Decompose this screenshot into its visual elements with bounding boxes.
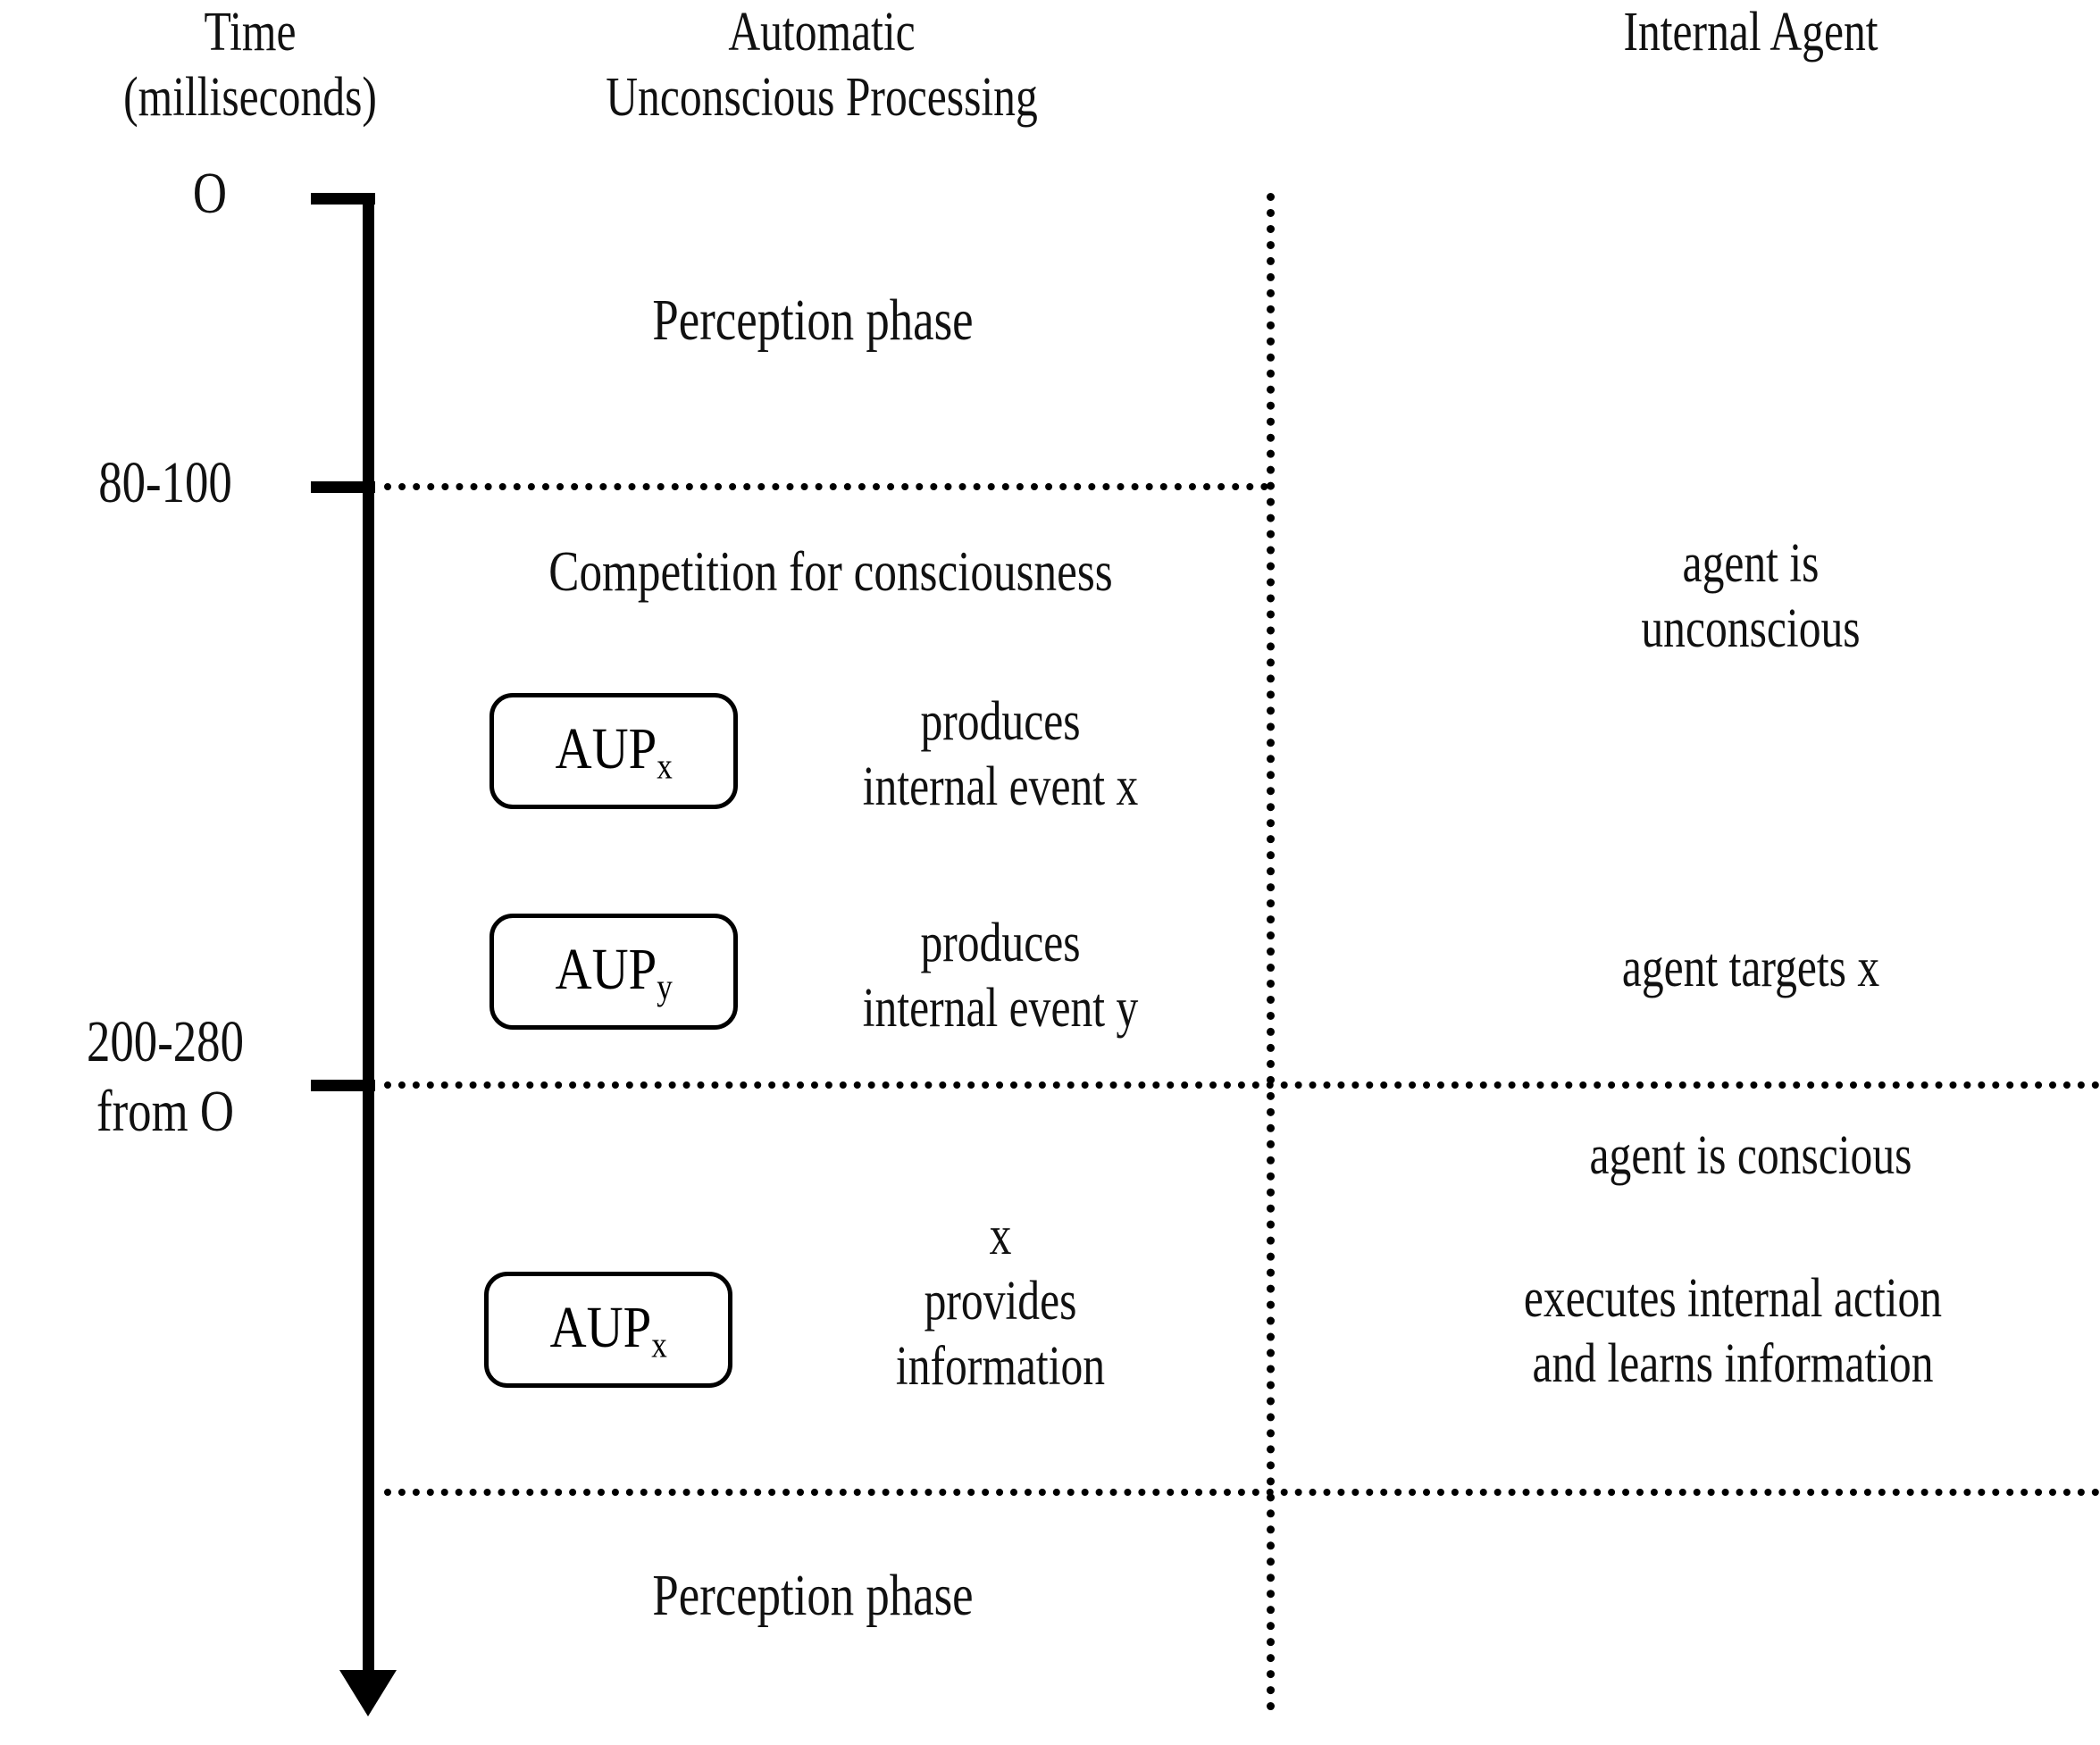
column-header-time: Time (milliseconds): [123, 2, 377, 129]
agent-state-targets: agent targets x: [1621, 938, 1880, 998]
aup-box-subscript-2: y: [656, 966, 673, 1007]
timeline-tick-label-2: 200-280 from O: [87, 1009, 244, 1144]
agent-state-conscious: agent is conscious: [1589, 1125, 1912, 1186]
timeline-arrow-head: [339, 1670, 397, 1716]
timeline-tick-label-1: 80-100: [98, 450, 232, 515]
competition-for-consciousness-label: Competition for consciousness: [548, 539, 1113, 603]
aup-box-subscript-1: x: [656, 746, 673, 787]
perception-phase-bottom-label: Perception phase: [652, 1563, 974, 1628]
aup-box-base-3: AUP: [549, 1294, 651, 1360]
aup-box-base-2: AUP: [555, 936, 657, 1002]
phase-divider-3: [384, 1489, 2100, 1496]
aup-box-x-1: AUPx: [489, 693, 738, 809]
column-header-internal-agent: Internal Agent: [1623, 2, 1878, 63]
timeline-axis-shaft: [363, 193, 374, 1675]
aup-box-label-3: AUPx: [549, 1294, 666, 1365]
aup-description-2: produces internal event y: [862, 913, 1139, 1039]
phase-divider-2: [384, 1081, 2100, 1089]
aup-box-base-1: AUP: [555, 715, 657, 781]
aup-description-3: x provides information: [895, 1206, 1106, 1398]
aup-box-label-1: AUPx: [555, 715, 672, 787]
aup-box-subscript-3: x: [650, 1324, 667, 1365]
agent-state-executes: executes internal action and learns info…: [1523, 1268, 1943, 1395]
timeline-tick-0: [311, 193, 375, 205]
timeline-tick-2: [311, 1080, 375, 1091]
timeline-tick-1: [311, 481, 375, 493]
aup-description-1: produces internal event x: [862, 691, 1139, 818]
agent-state-unconscious: agent is unconscious: [1641, 533, 1861, 660]
phase-divider-1: [384, 483, 1268, 490]
aup-box-label-2: AUPy: [555, 936, 672, 1007]
column-header-automatic-unconscious-processing: Automatic Unconscious Processing: [606, 2, 1038, 129]
aup-box-x-2: AUPx: [484, 1272, 732, 1388]
perception-phase-top-label: Perception phase: [652, 288, 974, 353]
column-divider-vertical: [1267, 193, 1275, 1711]
aup-box-y: AUPy: [489, 914, 738, 1030]
timeline-tick-label-0: O: [192, 161, 228, 226]
